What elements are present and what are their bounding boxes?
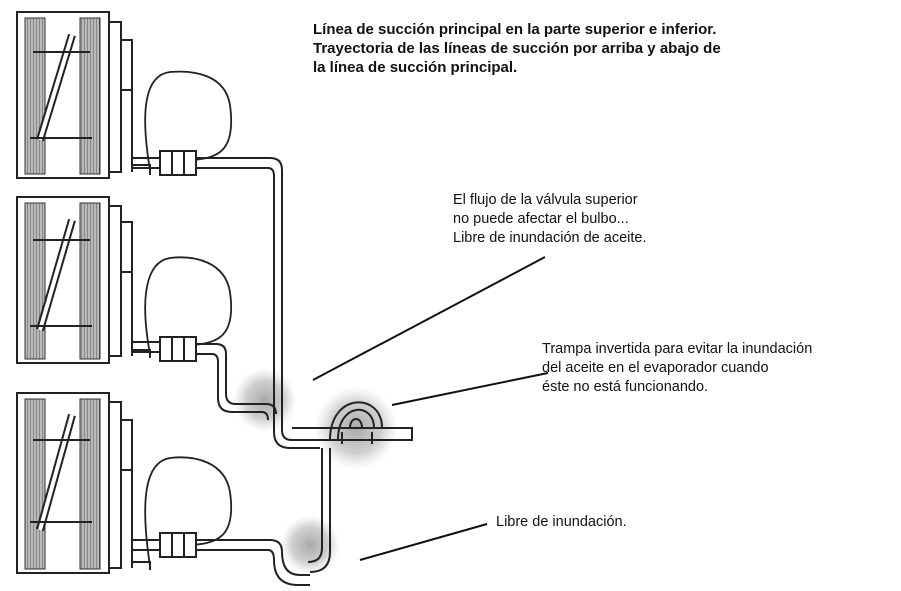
diagram-heading: Línea de succión principal en la parte s… xyxy=(313,20,873,77)
evaporator-middle xyxy=(16,196,233,364)
leader-bottom xyxy=(359,523,488,561)
heading-line-3: la línea de succión principal. xyxy=(313,59,518,76)
suction-line-bottom xyxy=(132,448,331,586)
annotation-trap-line-3: éste no está funcionando. xyxy=(542,379,709,395)
heading-line-1: Línea de succión principal en la parte s… xyxy=(313,21,717,38)
annotation-bottom-line-1: Libre de inundación. xyxy=(496,514,627,530)
heading-line-2: Trayectoria de las líneas de succión por… xyxy=(313,40,721,57)
suction-line-middle xyxy=(132,336,277,421)
annotation-top-valve-line-2: no puede afectar el bulbo... xyxy=(453,211,629,227)
main-suction-line xyxy=(292,401,413,444)
annotation-top-valve-line-1: El flujo de la válvula superior xyxy=(453,192,638,208)
evaporator-top xyxy=(16,11,233,179)
annotation-top-valve-line-3: Libre de inundación de aceite. xyxy=(453,230,647,246)
leader-inverted-trap xyxy=(391,372,549,406)
bulb-shade-middle xyxy=(233,368,297,432)
annotation-trap-line-2: del aceite en el evaporador cuando xyxy=(542,360,769,376)
evaporator-bottom xyxy=(16,392,233,574)
suction-line-top xyxy=(132,150,320,449)
leader-top-valve xyxy=(312,256,546,381)
annotation-inverted-trap: Trampa invertida para evitar la inundaci… xyxy=(542,340,812,397)
bulb-shade-bottom xyxy=(280,515,340,575)
annotation-bottom: Libre de inundación. xyxy=(496,513,627,532)
annotation-top-valve: El flujo de la válvula superior no puede… xyxy=(453,191,646,248)
annotation-trap-line-1: Trampa invertida para evitar la inundaci… xyxy=(542,341,813,357)
